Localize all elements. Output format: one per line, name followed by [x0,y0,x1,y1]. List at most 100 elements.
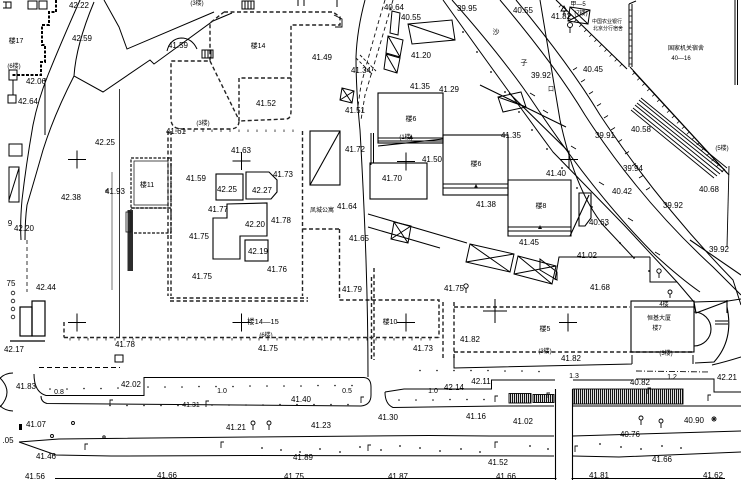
svg-text:41.45: 41.45 [519,238,540,247]
svg-text:42.25: 42.25 [95,138,116,147]
svg-text:41.51: 41.51 [345,106,366,115]
svg-text:(5楼): (5楼) [715,144,728,152]
svg-text:41.02: 41.02 [577,251,598,260]
svg-text:41.75: 41.75 [444,284,465,293]
svg-text:41.73: 41.73 [413,344,434,353]
svg-text:42.20: 42.20 [14,224,35,233]
svg-text:41.61: 41.61 [166,127,187,136]
svg-text:42.06: 42.06 [26,77,47,86]
svg-text:楼5: 楼5 [540,324,551,333]
svg-text:41.23: 41.23 [311,421,332,430]
svg-text:(7楼): (7楼) [574,9,587,17]
svg-text:40.45: 40.45 [583,65,604,74]
svg-text:41.64: 41.64 [337,202,358,211]
svg-text:41.73: 41.73 [273,170,294,179]
svg-text:恒基大厦: 恒基大厦 [647,314,671,322]
svg-text:41.35: 41.35 [410,82,431,91]
svg-text:39.94: 39.94 [623,164,644,173]
svg-text:1.3: 1.3 [569,373,579,380]
svg-text:40.68: 40.68 [699,185,720,194]
svg-text:42.20: 42.20 [245,220,266,229]
svg-text:41.87: 41.87 [388,472,409,480]
svg-text:41.68: 41.68 [590,283,611,292]
svg-text:75: 75 [7,279,16,288]
svg-text:41.62: 41.62 [703,471,724,480]
svg-text:中国农业银行: 中国农业银行 [592,18,622,25]
svg-text:41.70: 41.70 [382,174,403,183]
svg-text:41.82: 41.82 [551,12,572,21]
svg-text:41.30: 41.30 [378,413,399,422]
svg-text:楼7: 楼7 [652,324,662,332]
svg-text:楼8: 楼8 [536,201,547,210]
svg-text:40.55: 40.55 [513,6,534,15]
svg-text:甲—5: 甲—5 [570,1,586,8]
svg-text:(1楼): (1楼) [399,133,412,141]
svg-text:0.5: 0.5 [342,388,352,395]
svg-text:1.2: 1.2 [667,374,677,381]
svg-text:40.90: 40.90 [684,416,705,425]
svg-text:41.59: 41.59 [168,41,189,50]
svg-text:1.0: 1.0 [217,388,227,395]
svg-text:41.29: 41.29 [439,85,460,94]
svg-text:41.75: 41.75 [189,232,210,241]
svg-text:9: 9 [8,219,13,228]
svg-text:42.11: 42.11 [471,377,491,386]
svg-text:42.02: 42.02 [121,380,142,389]
svg-text:楼14—15: 楼14—15 [247,316,279,326]
svg-text:1.0: 1.0 [428,388,438,395]
svg-text:40.58: 40.58 [631,125,652,134]
svg-text:楼6: 楼6 [471,159,482,168]
svg-text:41.49: 41.49 [312,53,333,62]
svg-text:子: 子 [521,59,528,67]
svg-text:.05: .05 [2,436,14,445]
svg-text:42.14: 42.14 [444,383,465,392]
svg-text:41.52: 41.52 [256,99,277,108]
svg-text:41.21: 41.21 [226,423,247,432]
svg-text:41.81: 41.81 [589,471,610,480]
svg-text:42.44: 42.44 [36,283,57,292]
svg-text:41.52: 41.52 [488,458,509,467]
svg-text:凤城公寓: 凤城公寓 [310,206,334,214]
svg-text:41.78: 41.78 [271,216,292,225]
svg-text:39.95: 39.95 [457,4,478,13]
svg-text:41.83: 41.83 [16,382,37,391]
svg-text:39.92: 39.92 [709,245,730,254]
svg-text:41.63: 41.63 [231,146,252,155]
svg-text:39.92: 39.92 [531,71,552,80]
svg-text:42.17: 42.17 [4,345,25,354]
svg-text:41.50: 41.50 [422,155,443,164]
svg-text:41.82: 41.82 [460,335,481,344]
svg-text:41.16: 41.16 [466,412,487,421]
svg-text:41.31: 41.31 [182,402,200,409]
svg-text:0.8: 0.8 [54,389,64,396]
svg-text:41.59: 41.59 [186,174,207,183]
svg-text:41.34: 41.34 [351,66,372,75]
svg-text:41.02: 41.02 [513,417,534,426]
svg-text:国家机关宿舍: 国家机关宿舍 [668,44,704,52]
svg-text:42.59: 42.59 [72,34,93,43]
svg-text:41.66: 41.66 [652,455,673,464]
svg-text:(3楼): (3楼) [196,119,209,127]
svg-text:4楼: 4楼 [659,300,668,308]
svg-text:41.78: 41.78 [115,340,136,349]
svg-text:41.56: 41.56 [25,472,46,480]
svg-text:41.75: 41.75 [192,272,213,281]
svg-text:42.38: 42.38 [61,193,82,202]
svg-text:40.55: 40.55 [401,13,422,22]
svg-text:41.76: 41.76 [267,265,288,274]
svg-text:40.42: 40.42 [612,187,633,196]
svg-text:39.91: 39.91 [595,131,616,140]
svg-text:41.40: 41.40 [291,395,312,404]
svg-text:41.46: 41.46 [36,452,57,461]
svg-text:40—16: 40—16 [671,56,691,62]
svg-text:41.07: 41.07 [26,420,47,429]
svg-text:40.64: 40.64 [384,3,405,12]
svg-text:口: 口 [548,86,554,93]
svg-text:40.63: 40.63 [589,218,610,227]
svg-text:42.27: 42.27 [252,186,273,195]
svg-text:(3楼): (3楼) [538,347,551,355]
svg-text:40.76: 40.76 [620,430,641,439]
svg-text:41.38: 41.38 [476,200,497,209]
svg-text:41.66: 41.66 [496,472,517,480]
svg-text:(3楼): (3楼) [190,0,203,7]
